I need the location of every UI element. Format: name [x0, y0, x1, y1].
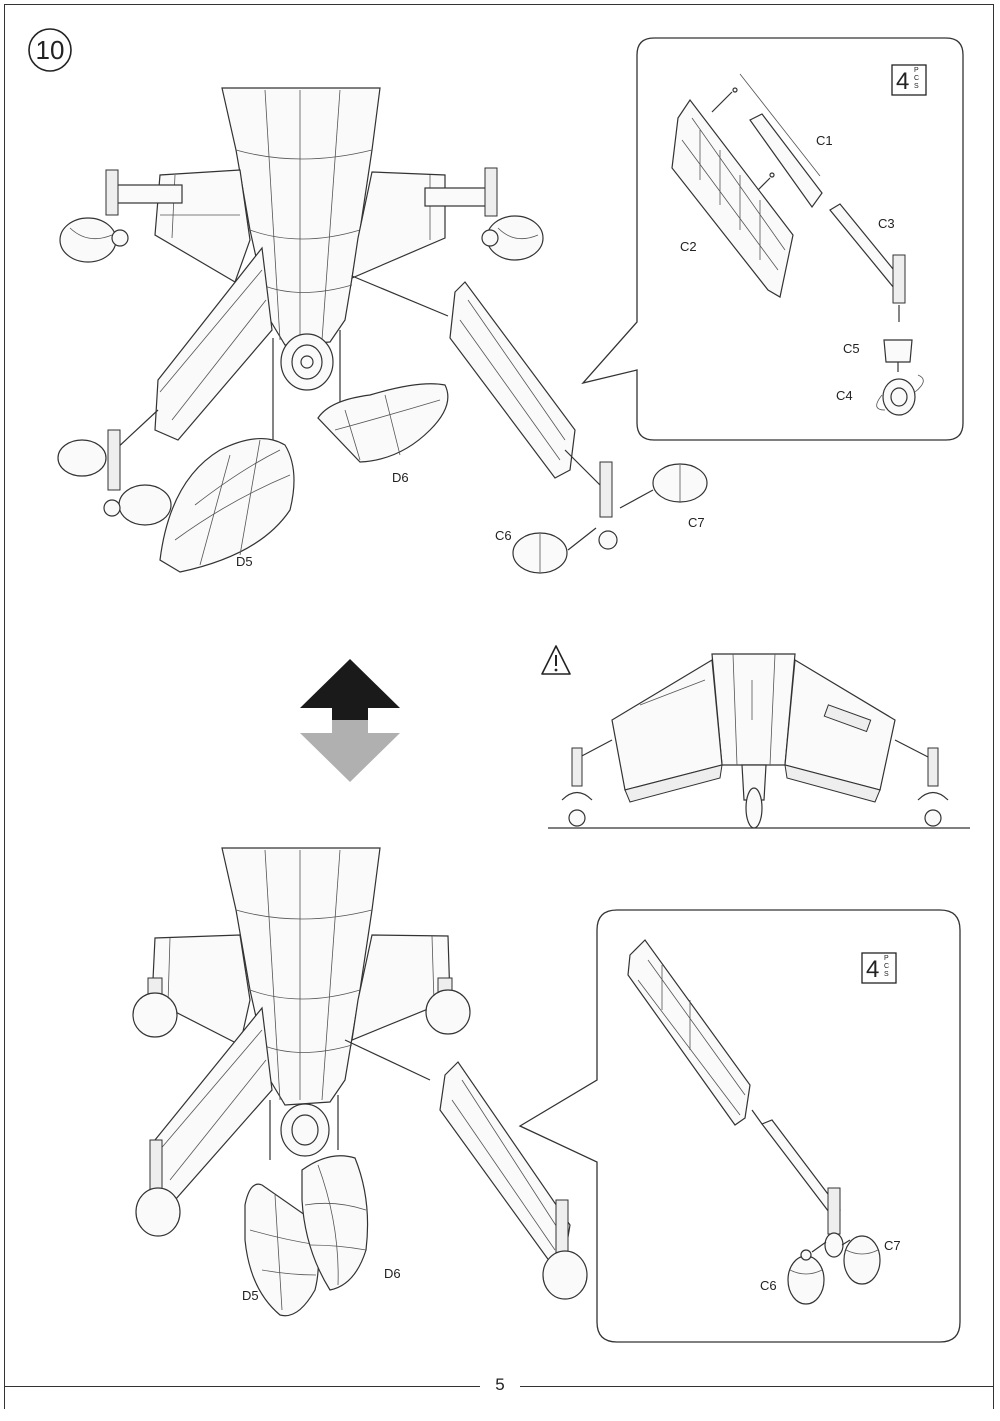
part-c4-wheel — [876, 374, 924, 416]
arrow-bottom-wing — [344, 1039, 431, 1081]
pcs-s-bottom: S — [884, 971, 889, 978]
step-number: 10 — [36, 35, 65, 65]
label-c6-bottom: C6 — [760, 1278, 777, 1293]
pcs-c-bottom: C — [884, 963, 889, 970]
page-number: 5 — [480, 1375, 520, 1395]
label-c3: C3 — [878, 216, 895, 231]
pcs-s: S — [914, 83, 919, 90]
detail-wing-bottom — [627, 939, 763, 1126]
page-bottom-line-right — [520, 1386, 994, 1387]
label-d6-bottom: D6 — [384, 1266, 401, 1281]
part-c3-strut — [829, 203, 906, 322]
arrow-wing-to-fuselage — [351, 275, 449, 317]
quantity-value-bottom: 4 — [866, 956, 879, 983]
label-d5-top: D5 — [236, 554, 253, 569]
fairing-d5-top — [159, 437, 295, 573]
detail-pod-c6 — [787, 1241, 827, 1305]
detail-pod-c7 — [841, 1235, 881, 1285]
part-c2-wing — [671, 98, 794, 298]
arrow-up-icon — [300, 659, 400, 720]
nose-wheel-bottom — [280, 1103, 330, 1157]
wing-lower-left — [57, 246, 273, 526]
wing-bottom-upper-left — [132, 934, 251, 1046]
label-c6-top: C6 — [495, 528, 512, 543]
wheel-pod-c7 — [619, 463, 708, 509]
wheel-pod-c6 — [512, 527, 597, 574]
wing-upper-right — [351, 167, 544, 279]
wing-bottom-lower-left — [135, 1006, 273, 1237]
part-c5-fork — [883, 339, 913, 372]
detail-strut-bottom — [761, 1119, 844, 1258]
step-number-badge: 10 — [28, 28, 72, 72]
quantity-value-top: 4 — [896, 68, 909, 95]
label-c1: C1 — [816, 133, 833, 148]
wing-bottom-detached-right — [439, 1061, 588, 1300]
label-c7-bottom: C7 — [884, 1238, 901, 1253]
top-assembly-view: D5 D6 C6 C7 — [57, 87, 708, 574]
page-bottom-line-left — [4, 1386, 480, 1387]
pcs-c: C — [914, 75, 919, 82]
nose-wheel-top — [280, 333, 334, 391]
warning-triangle-icon — [541, 645, 571, 675]
bottom-detail-callout: 4 P C S C6 C7 — [518, 909, 961, 1343]
label-c2: C2 — [680, 239, 697, 254]
part-c1-strip — [711, 73, 823, 209]
quantity-badge-bottom: 4 P C S — [861, 952, 897, 984]
wing-upper-left — [59, 169, 251, 283]
pcs-p: P — [914, 67, 919, 74]
quantity-badge-top: 4 P C S — [891, 64, 927, 96]
wing-bottom-upper-right — [351, 934, 471, 1041]
label-d6-top: D6 — [392, 470, 409, 485]
label-c5: C5 — [843, 341, 860, 356]
top-detail-callout: 4 P C S C2 C1 — [581, 37, 964, 441]
label-d5-bottom: D5 — [242, 1288, 259, 1303]
wing-detached-right — [449, 281, 618, 550]
alternate-arrows — [300, 659, 400, 782]
fairing-d6-bottom — [301, 1155, 369, 1291]
fairing-d6-top — [317, 383, 449, 463]
label-c7-top: C7 — [688, 515, 705, 530]
front-view-drawing — [548, 653, 970, 829]
arrow-down-icon — [300, 720, 400, 782]
label-c4: C4 — [836, 388, 853, 403]
pcs-p-bottom: P — [884, 955, 889, 962]
bottom-assembly-view: D5 D6 — [132, 847, 588, 1317]
page-frame — [4, 4, 994, 1409]
